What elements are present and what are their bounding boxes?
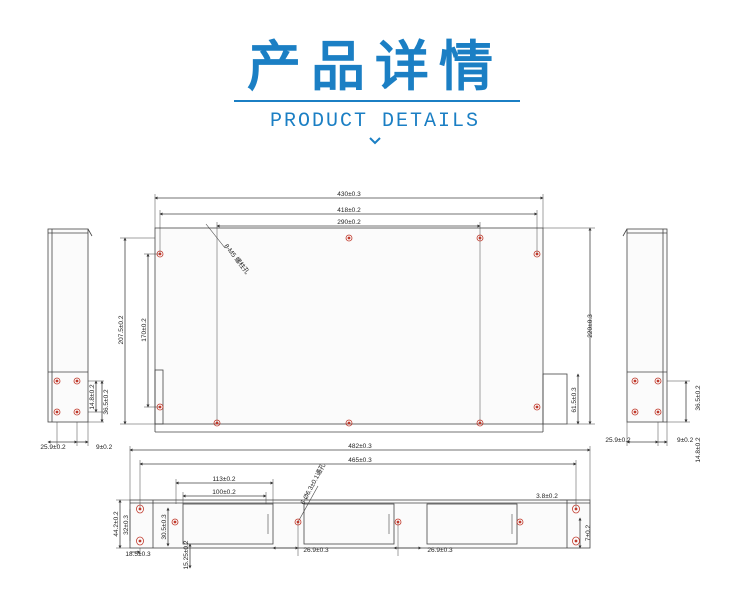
hole [476,419,484,427]
dim-26a: 26.9±0.3 [303,547,329,554]
hole [345,419,353,427]
dim-15: 15.25±0.2 [183,540,190,569]
dim-100: 100±0.2 [212,489,236,496]
front-panel [129,499,591,549]
port-cutout [182,503,274,545]
left-dim-9: 9±0.2 [96,444,113,451]
top-view-holes [156,234,541,427]
left-side-holes [53,377,81,416]
hole [476,234,484,242]
chevron-down-icon [369,137,381,145]
port-cutout [303,503,395,545]
front-view [116,446,591,569]
dim-290: 290±0.2 [337,219,361,226]
hole [156,250,164,258]
dim-465: 465±0.3 [348,457,372,464]
dim-7: 7±0.2 [585,525,592,542]
top-view [120,194,595,433]
dim-3-8: 3.8±0.2 [536,493,558,500]
dim-482: 482±0.3 [348,443,372,450]
hole [156,403,164,411]
hole [533,250,541,258]
left-dim-14: 14.8±0.2 [89,384,96,410]
right-dim-14: 14.8±0.2 [695,437,702,463]
title-divider [234,100,520,102]
front-view-holes [136,504,580,546]
dim-30: 30.5±0.3 [161,514,168,540]
left-dim-25: 25.9±0.2 [40,444,66,451]
dim-61: 61.5±0.3 [571,387,578,413]
dim-32: 32±0.3 [123,515,130,535]
dim-hole-spec: 6-Ø6.3±0.1通孔 [298,461,328,506]
hole [533,403,541,411]
dim-207: 207.5±0.2 [118,315,125,344]
left-side-view [47,228,104,446]
right-side-holes [631,377,662,416]
right-dim-25: 25.9±0.2 [605,437,631,444]
right-side-view [622,228,690,446]
right-dim-9: 9±0.2 [677,437,694,444]
hole [345,234,353,242]
port-cutout [426,503,518,545]
dim-170: 170±0.2 [141,318,148,342]
left-dim-36: 36.5±0.2 [103,389,110,415]
dim-26b: 26.9±0.3 [427,547,453,554]
page-title-en: PRODUCT DETAILS [269,110,481,133]
page-title-cn: 产品详情 [247,34,503,98]
dim-418: 418±0.2 [337,207,361,214]
hole [213,419,221,427]
dim-430: 430±0.3 [337,191,361,198]
dim-44: 44.2±0.2 [113,511,120,537]
dim-18: 18.5±0.3 [125,551,151,558]
right-dim-36: 36.5±0.2 [695,385,702,411]
dim-220: 220±0.3 [587,314,594,338]
dim-113: 113±0.2 [213,476,236,483]
top-view-plate [154,227,544,425]
